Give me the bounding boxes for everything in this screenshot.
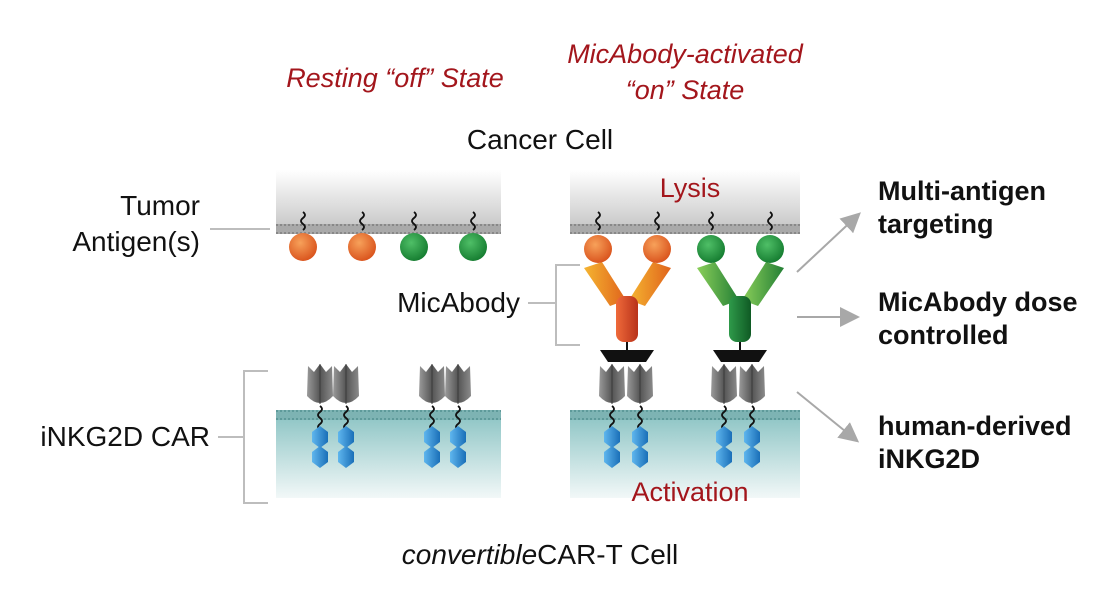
micabody-orange bbox=[584, 211, 671, 362]
activated-cancer-membrane bbox=[570, 170, 800, 234]
feature-2-line2: controlled bbox=[878, 320, 1009, 350]
lysis-label: Lysis bbox=[659, 173, 721, 203]
arrow-human-derived bbox=[796, 391, 860, 443]
feature-3-line1: human-derived bbox=[878, 411, 1072, 441]
resting-antigens bbox=[289, 211, 487, 261]
tumor-label-line1: Tumor bbox=[120, 190, 200, 221]
feature-2-line1: MicAbody dose bbox=[878, 287, 1078, 317]
micabody-green bbox=[697, 211, 784, 362]
activated-title-line1: MicAbody-activated bbox=[567, 39, 803, 69]
tumor-antigens-label: Tumor Antigen(s) bbox=[40, 188, 200, 260]
activated-title-line2: “on” State bbox=[625, 75, 745, 105]
feature-multi-antigen: Multi-antigen targeting bbox=[878, 175, 1046, 241]
feature-human-derived: human-derived iNKG2D bbox=[878, 410, 1072, 476]
resting-car-t-membrane bbox=[276, 410, 501, 498]
feature-dose-controlled: MicAbody dose controlled bbox=[878, 286, 1078, 352]
resting-cancer-membrane bbox=[276, 170, 501, 234]
car-t-italic-prefix: convertible bbox=[401, 539, 538, 570]
resting-state-title: Resting “off” State bbox=[286, 63, 504, 93]
feature-3-line2: iNKG2D bbox=[878, 444, 981, 474]
micabody-label: MicAbody bbox=[397, 287, 520, 318]
activation-label: Activation bbox=[631, 477, 749, 507]
arrow-multi-antigen bbox=[796, 212, 861, 273]
activated-state-title: MicAbody-activated “on” State bbox=[540, 36, 830, 108]
inkg2d-car-label: iNKG2D CAR bbox=[40, 421, 210, 452]
micabody-bracket bbox=[528, 264, 580, 346]
inkg2d-bracket bbox=[218, 370, 268, 504]
cancer-cell-label: Cancer Cell bbox=[466, 124, 614, 155]
feature-1-line1: Multi-antigen bbox=[878, 176, 1046, 206]
car-t-suffix: CAR-T Cell bbox=[537, 539, 679, 570]
car-t-cell-label: convertibleCAR-T Cell bbox=[340, 537, 740, 573]
feature-1-line2: targeting bbox=[878, 209, 994, 239]
tumor-label-line2: Antigen(s) bbox=[72, 226, 200, 257]
